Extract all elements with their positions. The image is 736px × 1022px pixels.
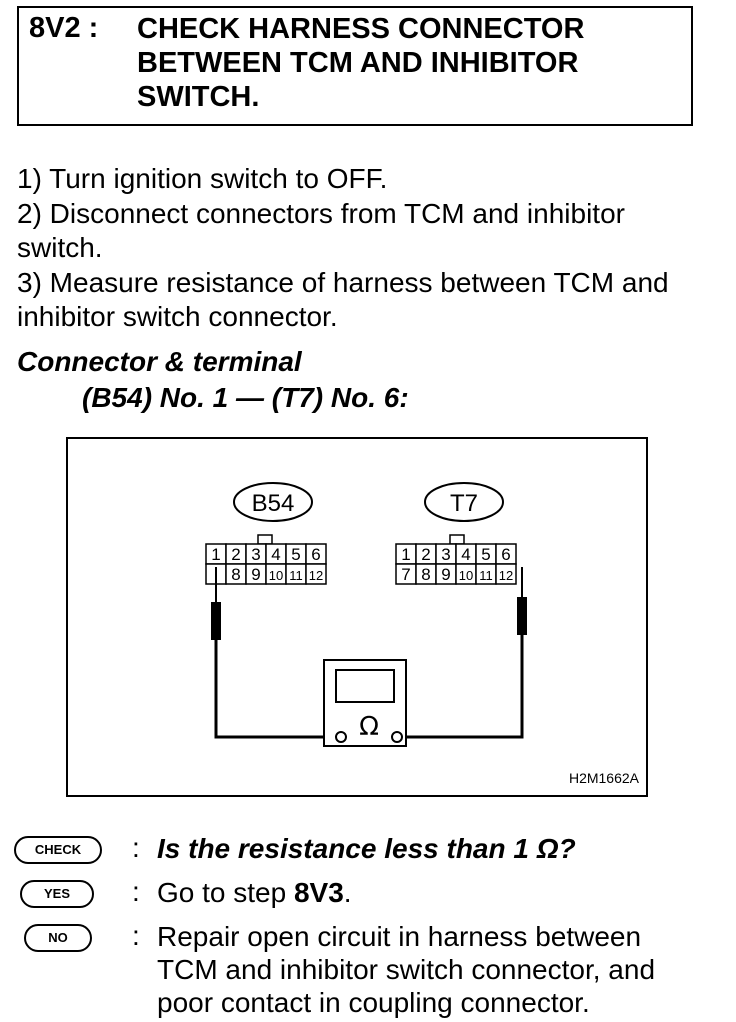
no-action: Repair open circuit in harness between T… <box>157 921 656 1018</box>
b54-terminal-12: 12 <box>309 568 323 583</box>
instructions: 1) Turn ignition switch to OFF. 2) Disco… <box>17 162 701 335</box>
t7-terminal-10: 10 <box>459 568 473 583</box>
connector-terminal-label: Connector & terminal <box>17 346 302 377</box>
b54-terminal-3: 3 <box>251 545 260 564</box>
no-badge: NO <box>24 924 92 952</box>
b54-label: B54 <box>252 490 295 517</box>
b54-terminal-cell <box>305 563 327 585</box>
t7-label: T7 <box>450 490 478 517</box>
check-question: Is the resistance less than 1 Ω? <box>157 833 576 864</box>
instruction-2: 2) Disconnect connectors from TCM and in… <box>17 197 625 264</box>
yes-badge: YES <box>20 880 94 908</box>
ohmmeter-terminal-right <box>391 731 403 743</box>
b54-terminal-1: 1 <box>211 545 220 564</box>
t7-terminal-1: 1 <box>401 545 410 564</box>
b54-terminal-4: 4 <box>271 545 280 564</box>
t7-terminal-4: 4 <box>461 545 470 564</box>
instruction-1: 1) Turn ignition switch to OFF. <box>17 163 388 194</box>
t7-terminal-12: 12 <box>499 568 513 583</box>
diagram-frame <box>66 437 648 797</box>
b54-terminal-5: 5 <box>291 545 300 564</box>
b54-label-oval <box>233 482 313 522</box>
ohmmeter-terminal-left <box>335 731 347 743</box>
check-colon: : <box>132 832 140 863</box>
t7-terminal-3: 3 <box>441 545 450 564</box>
instruction-3: 3) Measure resistance of harness between… <box>17 266 669 333</box>
b54-terminal-6: 6 <box>311 545 320 564</box>
yes-colon: : <box>132 876 140 907</box>
connector-terminal-spec: (B54) No. 1 — (T7) No. 6: <box>82 382 409 413</box>
b54-terminal-9: 9 <box>251 565 260 584</box>
step-id: 8V2 : <box>29 12 99 44</box>
right-probe <box>517 597 527 635</box>
step-header: 8V2 : CHECK HARNESS CONNECTOR BETWEEN TC… <box>17 6 693 126</box>
b54-terminal-10: 10 <box>269 568 283 583</box>
ohmmeter: Ω <box>323 659 407 747</box>
b54-latch <box>257 534 273 545</box>
b54-terminal-2: 2 <box>231 545 240 564</box>
ohmmeter-display <box>335 669 395 703</box>
t7-terminal-5: 5 <box>481 545 490 564</box>
t7-terminal-2: 2 <box>421 545 430 564</box>
check-badge: CHECK <box>14 836 102 864</box>
yes-action-step: 8V3 <box>293 877 344 908</box>
t7-terminal-cell <box>495 563 517 585</box>
t7-terminal-9: 9 <box>441 565 450 584</box>
t7-terminal-8: 8 <box>421 565 430 584</box>
t7-label-oval <box>424 482 504 522</box>
b54-terminal-11: 11 <box>289 568 303 583</box>
t7-terminal-11: 11 <box>479 568 493 583</box>
left-probe <box>211 602 221 640</box>
yes-action: Go to step 8V3. <box>157 876 352 909</box>
left-lead-wire <box>214 640 340 739</box>
ohm-symbol: Ω <box>359 712 379 742</box>
t7-terminal-6: 6 <box>501 545 510 564</box>
right-lead-wire <box>398 635 524 739</box>
t7-latch <box>449 534 465 545</box>
yes-action-suffix: . <box>343 877 352 908</box>
yes-action-prefix: Go to step <box>157 877 294 908</box>
t7-terminal-7: 7 <box>401 565 410 584</box>
figure-code: H2M1662A <box>569 770 640 786</box>
b54-terminal-8: 8 <box>231 565 240 584</box>
step-title: CHECK HARNESS CONNECTOR BETWEEN TCM AND … <box>137 13 585 113</box>
no-colon: : <box>132 920 140 951</box>
